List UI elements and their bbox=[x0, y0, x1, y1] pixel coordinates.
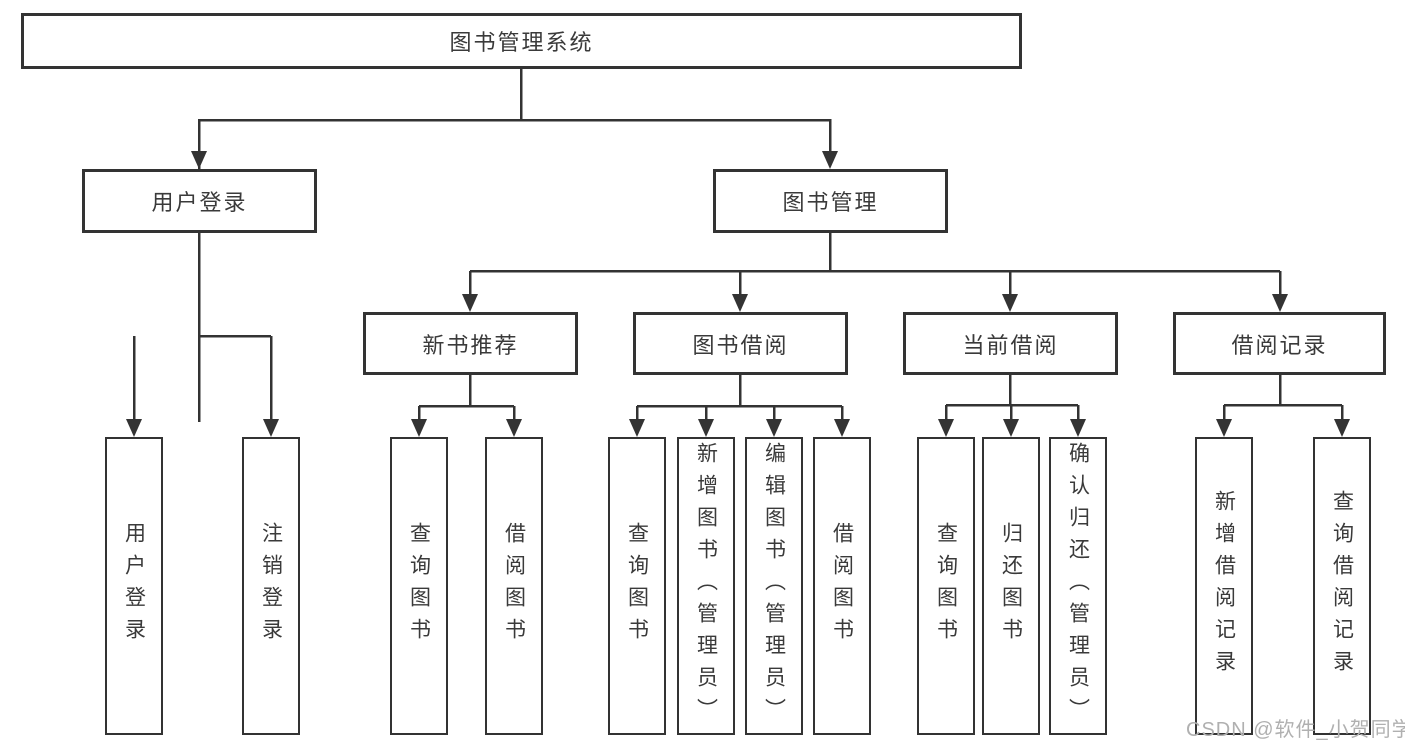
node-label: 当前借阅 bbox=[962, 332, 1059, 358]
node-label: 新增借阅记录 bbox=[1212, 490, 1236, 682]
leaf-query-books-recommend: 查询图书 bbox=[390, 437, 448, 735]
node-label: 图书管理 bbox=[782, 190, 879, 215]
node-label: 用户登录 bbox=[122, 522, 146, 650]
node-label: 查询图书 bbox=[934, 522, 958, 650]
leaf-add-books-admin: 新增图书（管理员） bbox=[677, 437, 735, 735]
leaf-query-books-current: 查询图书 bbox=[917, 437, 975, 735]
node-label: 图书管理系统 bbox=[449, 30, 594, 55]
leaf-edit-books-admin: 编辑图书（管理员） bbox=[745, 437, 803, 735]
leaf-borrow-books-recommend: 借阅图书 bbox=[485, 437, 543, 735]
node-current-borrowing: 当前借阅 bbox=[903, 312, 1118, 375]
node-user-login: 用户登录 bbox=[82, 169, 317, 233]
arrowheads bbox=[126, 151, 1350, 437]
leaf-query-books-borrow: 查询图书 bbox=[608, 437, 666, 735]
node-book-borrowing: 图书借阅 bbox=[633, 312, 848, 375]
leaf-user-login: 用户登录 bbox=[105, 437, 163, 735]
node-library-management-system: 图书管理系统 bbox=[21, 13, 1022, 69]
node-label: 借阅记录 bbox=[1231, 332, 1328, 358]
node-label: 用户登录 bbox=[151, 190, 248, 215]
node-label: 归还图书 bbox=[999, 522, 1023, 650]
node-label: 借阅图书 bbox=[502, 522, 526, 650]
node-label: 编辑图书（管理员） bbox=[762, 442, 786, 730]
leaf-return-books: 归还图书 bbox=[982, 437, 1040, 735]
leaf-borrow-books: 借阅图书 bbox=[813, 437, 871, 735]
node-label: 查询借阅记录 bbox=[1330, 490, 1354, 682]
leaf-confirm-return-admin: 确认归还（管理员） bbox=[1049, 437, 1107, 735]
node-label: 图书借阅 bbox=[692, 332, 789, 358]
node-new-book-recommendation: 新书推荐 bbox=[363, 312, 578, 375]
node-borrowing-records: 借阅记录 bbox=[1173, 312, 1386, 375]
leaf-add-borrow-record: 新增借阅记录 bbox=[1195, 437, 1253, 735]
node-label: 新书推荐 bbox=[422, 332, 519, 358]
node-label: 查询图书 bbox=[407, 522, 431, 650]
csdn-watermark: CSDN @软件_小贺同学 bbox=[1186, 719, 1405, 741]
leaf-query-borrow-record: 查询借阅记录 bbox=[1313, 437, 1371, 735]
node-label: 注销登录 bbox=[259, 522, 283, 650]
leaf-logout: 注销登录 bbox=[242, 437, 300, 735]
node-label: 查询图书 bbox=[625, 522, 649, 650]
node-label: 借阅图书 bbox=[830, 522, 854, 650]
node-book-management: 图书管理 bbox=[713, 169, 948, 233]
node-label: 新增图书（管理员） bbox=[694, 442, 718, 730]
node-label: 确认归还（管理员） bbox=[1066, 442, 1090, 730]
